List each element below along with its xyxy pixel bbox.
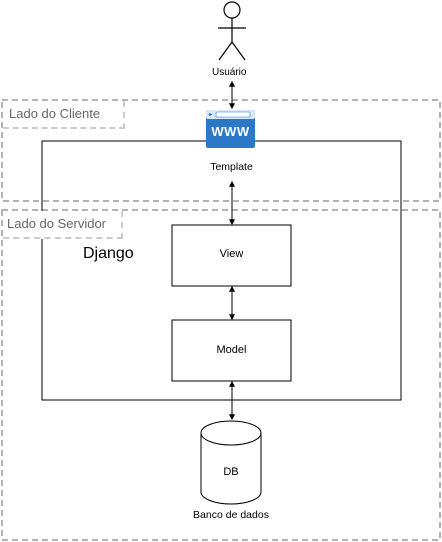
user-icon [218, 1, 246, 61]
www-icon-text: WWW [211, 124, 250, 139]
browser-www-icon [206, 110, 255, 148]
server-zone [1, 209, 441, 541]
database-short-label: DB [223, 466, 239, 478]
template-label: Template [210, 161, 253, 173]
database-cylinder-icon [200, 420, 262, 505]
view-box [171, 224, 292, 287]
model-box [171, 319, 292, 382]
database-label: Banco de dados [193, 509, 269, 521]
django-label: Django [83, 245, 134, 262]
server-zone-label: Lado do Servidor [3, 211, 123, 239]
actor-label: Usuário [212, 67, 247, 78]
model-label: Model [216, 344, 247, 356]
client-zone-label: Lado do Cliente [3, 101, 125, 129]
view-label: View [219, 248, 244, 260]
